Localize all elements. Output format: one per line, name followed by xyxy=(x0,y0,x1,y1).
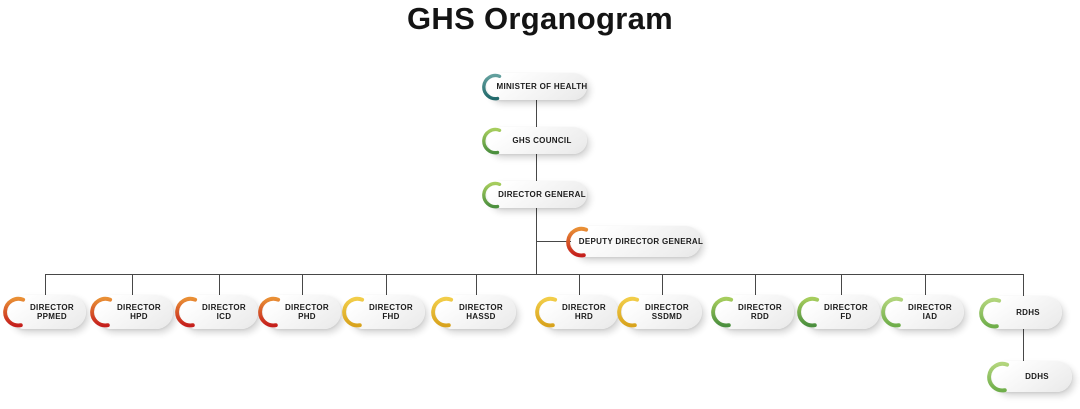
connector-stub-fhd xyxy=(386,274,387,296)
node-ghs-council: GHS COUNCIL xyxy=(482,127,587,154)
status-arc-icon xyxy=(3,296,26,328)
node-label-line2: IAD xyxy=(922,312,938,321)
node-label: DIRECTOR GENERAL xyxy=(498,189,586,199)
status-arc-icon xyxy=(711,296,734,328)
status-arc-icon xyxy=(90,296,113,328)
connector-stub-rdd xyxy=(755,274,756,296)
status-arc-icon xyxy=(617,296,640,328)
node-label: DEPUTY DIRECTOR GENERAL xyxy=(578,236,704,246)
node-label-line1: DIRECTOR xyxy=(29,302,75,312)
connector-council-dg xyxy=(536,154,537,181)
status-arc-icon xyxy=(987,361,1010,392)
node-label-line1: DIRECTOR xyxy=(116,302,162,312)
status-arc-icon xyxy=(979,297,1002,328)
node-label-line2: HRD xyxy=(574,312,594,321)
status-arc-icon xyxy=(566,226,589,257)
connector-dg-deputy xyxy=(536,241,572,242)
connector-stub-rdhs xyxy=(1023,274,1024,299)
status-arc-icon xyxy=(482,127,502,154)
node-label-line1: DIRECTOR xyxy=(644,302,690,312)
connector-rdhs-ddhs xyxy=(1023,329,1024,362)
connector-stub-ppmed xyxy=(45,274,46,296)
connector-stub-hpd xyxy=(132,274,133,296)
status-arc-icon xyxy=(535,296,558,328)
node-director-general: DIRECTOR GENERAL xyxy=(482,181,587,208)
page-title: GHS Organogram xyxy=(406,1,674,36)
connector-row-bus xyxy=(45,274,1024,275)
status-arc-icon xyxy=(881,296,904,328)
node-label-line1: DIRECTOR xyxy=(458,302,504,312)
node-deputy-director-general: DEPUTY DIRECTOR GENERAL xyxy=(566,226,704,257)
node-label-line1: DIRECTOR xyxy=(737,302,783,312)
node-ddhs: DDHS xyxy=(987,361,1072,392)
node-minister-of-health: MINISTER OF HEALTH xyxy=(482,73,588,100)
node-label: DDHS xyxy=(1025,371,1049,381)
node-label-line1: DIRECTOR xyxy=(561,302,607,312)
status-arc-icon xyxy=(175,296,198,328)
status-arc-icon xyxy=(258,296,281,328)
node-label: RDHS xyxy=(1016,307,1040,317)
node-label-line1: DIRECTOR xyxy=(907,302,953,312)
node-label-line2: FD xyxy=(840,312,852,321)
connector-stub-ssdmd xyxy=(662,274,663,296)
status-arc-icon xyxy=(431,296,454,328)
node-label-line2: HPD xyxy=(130,312,148,321)
node-label-line2: SSDMD xyxy=(651,312,683,321)
connector-minister-council xyxy=(536,100,537,127)
connector-stub-hrd xyxy=(579,274,580,296)
connector-stub-phd xyxy=(302,274,303,296)
node-label-line2: PHD xyxy=(298,312,316,321)
status-arc-icon xyxy=(797,296,820,328)
node-label-line2: PPMED xyxy=(37,312,67,321)
node-label-line2: ICD xyxy=(216,312,232,321)
node-label-line1: DIRECTOR xyxy=(823,302,869,312)
status-arc-icon xyxy=(482,181,502,208)
node-label-line2: RDD xyxy=(750,312,770,321)
node-label: MINISTER OF HEALTH xyxy=(496,81,588,91)
status-arc-icon xyxy=(482,73,502,100)
node-label: GHS COUNCIL xyxy=(512,135,572,145)
node-label-line1: DIRECTOR xyxy=(284,302,330,312)
node-label-line2: FHD xyxy=(382,312,400,321)
node-rdhs: RDHS xyxy=(979,296,1062,329)
node-label-line1: DIRECTOR xyxy=(368,302,414,312)
node-label-line1: DIRECTOR xyxy=(201,302,247,312)
connector-stub-hassd xyxy=(476,274,477,296)
status-arc-icon xyxy=(342,296,365,328)
connector-stub-fd xyxy=(841,274,842,296)
connector-stub-icd xyxy=(219,274,220,296)
node-label-line2: HASSD xyxy=(466,312,496,321)
connector-stub-iad xyxy=(925,274,926,296)
